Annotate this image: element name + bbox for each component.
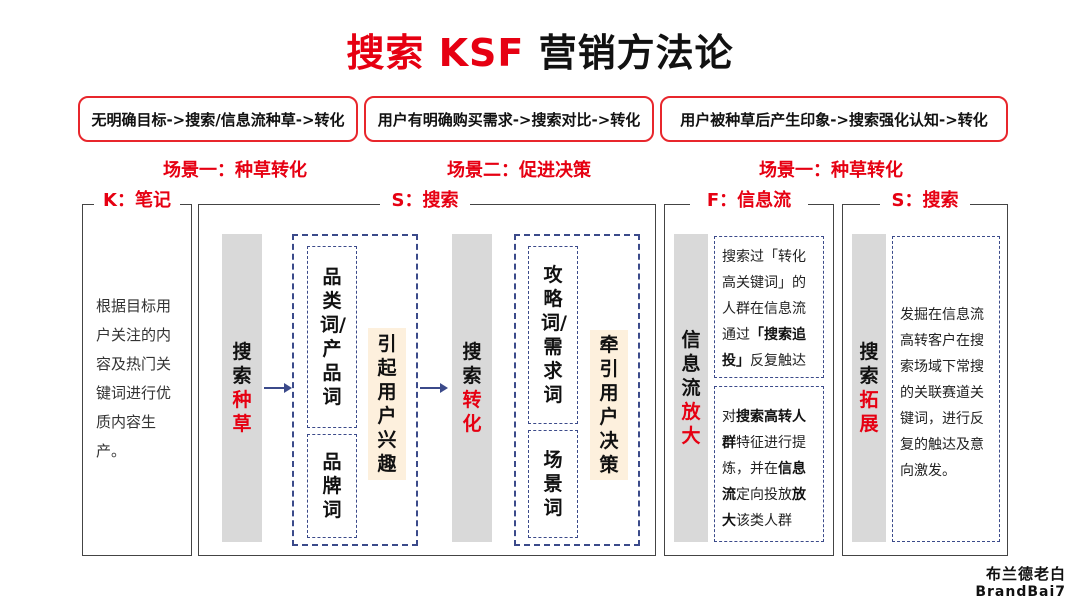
search-conversion-label-b: 转化 <box>462 389 482 435</box>
scene-keyword-label: 场景词 <box>543 449 563 519</box>
feed-amplify-highlight-2: 信息流 <box>722 461 806 503</box>
search-conversion-bar: 搜索转化 <box>452 234 492 542</box>
scenario-box-3: 用户被种草后产生印象->搜索强化认知->转化 <box>660 96 1008 142</box>
page-title: 搜索 KSF 营销方法论 <box>0 22 1080 77</box>
arrow-right-icon <box>420 383 448 393</box>
brand-logo-en: BrandBai7 <box>975 584 1066 600</box>
brand-logo: 布兰德老白 BrandBai7 <box>975 563 1066 600</box>
feed-amplify-label-a: 信息流 <box>681 329 701 399</box>
search-expand-label-a: 搜索 <box>859 341 879 387</box>
feed-amplify-highlight-1: 搜索高转人群 <box>722 409 806 451</box>
k-column-header: K：笔记 <box>94 186 180 212</box>
category-keyword-label: 品类词/产品词 <box>320 266 346 408</box>
feed-amplify-text: 对搜索高转人群特征进行提炼，并在信息流定向投放放大该类人群 <box>722 404 818 534</box>
s2-column-header: S：搜索 <box>880 186 970 212</box>
feed-retarget-text-2: 反复触达 <box>750 353 806 369</box>
interest-beige-box: 引起用户兴趣 <box>368 328 406 480</box>
search-expand-text: 发掘在信息流高转客户在搜索场域下常搜的关联赛道关键词，进行反复的触达及意向激发。 <box>900 307 984 479</box>
search-seeding-bar: 搜索种草 <box>222 234 262 542</box>
brand-keyword-label: 品牌词 <box>322 451 342 521</box>
scene-label-1: 场景一：种草转化 <box>163 160 307 181</box>
scene-label-3: 场景一：种草转化 <box>759 160 903 181</box>
search-expand-label-b: 拓展 <box>859 389 879 435</box>
scenario-box-2: 用户有明确购买需求->搜索对比->转化 <box>364 96 654 142</box>
scene-keyword-box: 场景词 <box>528 430 578 538</box>
arrow-right-icon <box>264 383 292 393</box>
s-column-header: S：搜索 <box>380 186 470 212</box>
title-part-dark: 营销方法论 <box>538 31 734 75</box>
search-expand-bar: 搜索拓展 <box>852 234 886 542</box>
feed-amplify-highlight-3: 放大 <box>722 487 806 529</box>
title-part-red: 搜索 KSF <box>346 31 525 75</box>
scenario-box-1: 无明确目标->搜索/信息流种草->转化 <box>78 96 358 142</box>
k-column-body: 根据目标用户关注的内容及热门关键词进行优质内容生产。 <box>96 297 172 460</box>
feed-retarget-text-1: 搜索过「转化高关键词」的人群在信息流通过 <box>722 249 806 343</box>
search-seeding-label-a: 搜索 <box>232 341 252 387</box>
brand-keyword-box: 品牌词 <box>307 434 357 538</box>
feed-amplify-text-3: 该类人群 <box>736 513 792 529</box>
feed-amplify-text-1: 特征进行提炼，并在 <box>722 435 806 477</box>
feed-retarget-highlight: 「搜索追投」 <box>722 327 806 369</box>
guide-keyword-box: 攻略词/需求词 <box>528 246 578 424</box>
feed-amplify-box <box>714 386 824 542</box>
keyword-group-2 <box>514 234 640 546</box>
scene-label-2: 场景二：促进决策 <box>447 160 591 181</box>
feed-amplify-text-0: 对 <box>722 409 736 425</box>
category-keyword-box: 品类词/产品词 <box>307 246 357 428</box>
search-conversion-label-a: 搜索 <box>462 341 482 387</box>
feed-amplify-label-b: 放大 <box>681 401 701 447</box>
feed-retarget-text: 搜索过「转化高关键词」的人群在信息流通过「搜索追投」反复触达 <box>722 244 818 374</box>
decision-label: 牵引用户决策 <box>599 334 619 476</box>
feed-amplify-bar: 信息流放大 <box>674 234 708 542</box>
guide-keyword-label: 攻略词/需求词 <box>541 264 567 406</box>
interest-label: 引起用户兴趣 <box>377 333 397 475</box>
search-seeding-label-b: 种草 <box>232 389 252 435</box>
feed-retarget-box <box>714 236 824 378</box>
decision-beige-box: 牵引用户决策 <box>590 330 628 480</box>
brand-logo-cn: 布兰德老白 <box>985 565 1066 583</box>
search-expand-box <box>892 236 1000 542</box>
feed-amplify-text-2: 定向投放 <box>736 487 792 503</box>
f-column-header: F：信息流 <box>690 186 808 212</box>
keyword-group-1 <box>292 234 418 546</box>
